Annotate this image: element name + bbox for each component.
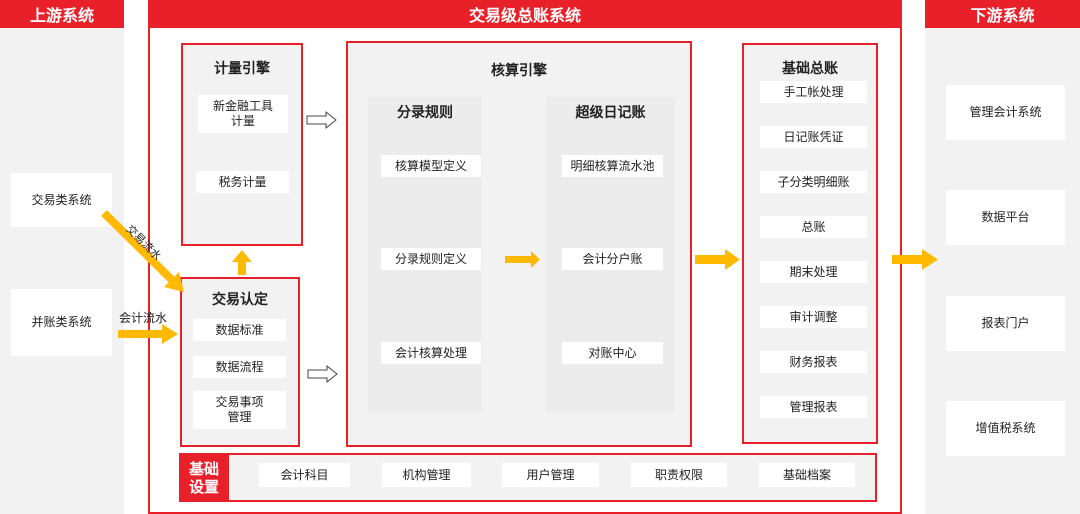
journal-title: 超级日记账	[575, 105, 646, 121]
recognition-item-process: 数据流程	[193, 356, 286, 378]
accounting-title: 核算引擎	[491, 63, 547, 79]
ledger-item-management-report: 管理报表	[760, 396, 867, 418]
metering-item-tax: 税务计量	[196, 171, 289, 193]
ledger-item-audit: 审计调整	[760, 306, 867, 328]
journal-item-reconcile: 对账中心	[562, 342, 663, 364]
journal-item-ledger: 会计分户账	[562, 248, 663, 270]
arrow-rules-to-journal	[505, 251, 540, 268]
rules-item-process: 会计核算处理	[381, 342, 481, 364]
base-item-org: 机构管理	[382, 463, 471, 487]
metering-title: 计量引擎	[214, 61, 270, 77]
downstream-item-report-portal: 报表门户	[946, 296, 1065, 351]
arrow-accounting-to-ledger	[695, 249, 740, 270]
base-item-users: 用户管理	[502, 463, 599, 487]
upstream-item-trade: 交易类系统	[11, 173, 112, 227]
arrow-accounting-flow	[118, 324, 178, 344]
metering-item-ifrs: 新金融工具 计量	[198, 95, 288, 133]
recognition-item-standard: 数据标准	[193, 319, 286, 341]
journal-item-pool: 明细核算流水池	[562, 155, 663, 177]
downstream-item-vat: 增值税系统	[946, 401, 1065, 456]
base-item-subjects: 会计科目	[259, 463, 350, 487]
ledger-title: 基础总账	[782, 61, 838, 77]
recognition-item-matter: 交易事项 管理	[193, 391, 286, 429]
arrow-recognition-to-metering	[232, 250, 252, 275]
rules-item-model: 核算模型定义	[381, 155, 481, 177]
ledger-item-general: 总账	[760, 216, 867, 238]
arrow-transaction-flow	[101, 210, 184, 292]
arrow-recognition-to-accounting	[307, 364, 338, 384]
ledger-item-subledger: 子分类明细账	[760, 171, 867, 193]
downstream-item-data-platform: 数据平台	[946, 190, 1065, 245]
arrow-ledger-to-downstream	[892, 249, 938, 270]
upstream-panel	[0, 28, 124, 514]
upstream-item-merge: 并账类系统	[11, 289, 112, 356]
downstream-title: 下游系统	[925, 0, 1080, 28]
recognition-title: 交易认定	[212, 292, 268, 308]
base-item-permissions: 职责权限	[631, 463, 727, 487]
upstream-title: 上游系统	[0, 0, 124, 28]
ledger-item-financial-report: 财务报表	[760, 351, 867, 373]
rules-title: 分录规则	[397, 105, 453, 121]
ledger-item-manual: 手工帐处理	[760, 81, 867, 103]
main-title: 交易级总账系统	[148, 0, 902, 28]
ledger-panel	[742, 43, 878, 444]
ledger-item-voucher: 日记账凭证	[760, 126, 867, 148]
base-title: 基础 设置	[179, 453, 229, 502]
ledger-item-period-end: 期末处理	[760, 261, 867, 283]
rules-item-define: 分录规则定义	[381, 248, 481, 270]
arrow-metering-to-accounting	[306, 110, 337, 130]
main-panel	[148, 28, 902, 514]
downstream-item-management-accounting: 管理会计系统	[946, 85, 1065, 140]
label-accounting-flow: 会计流水	[119, 311, 168, 325]
metering-panel	[181, 43, 303, 246]
base-item-archives: 基础档案	[759, 463, 855, 487]
